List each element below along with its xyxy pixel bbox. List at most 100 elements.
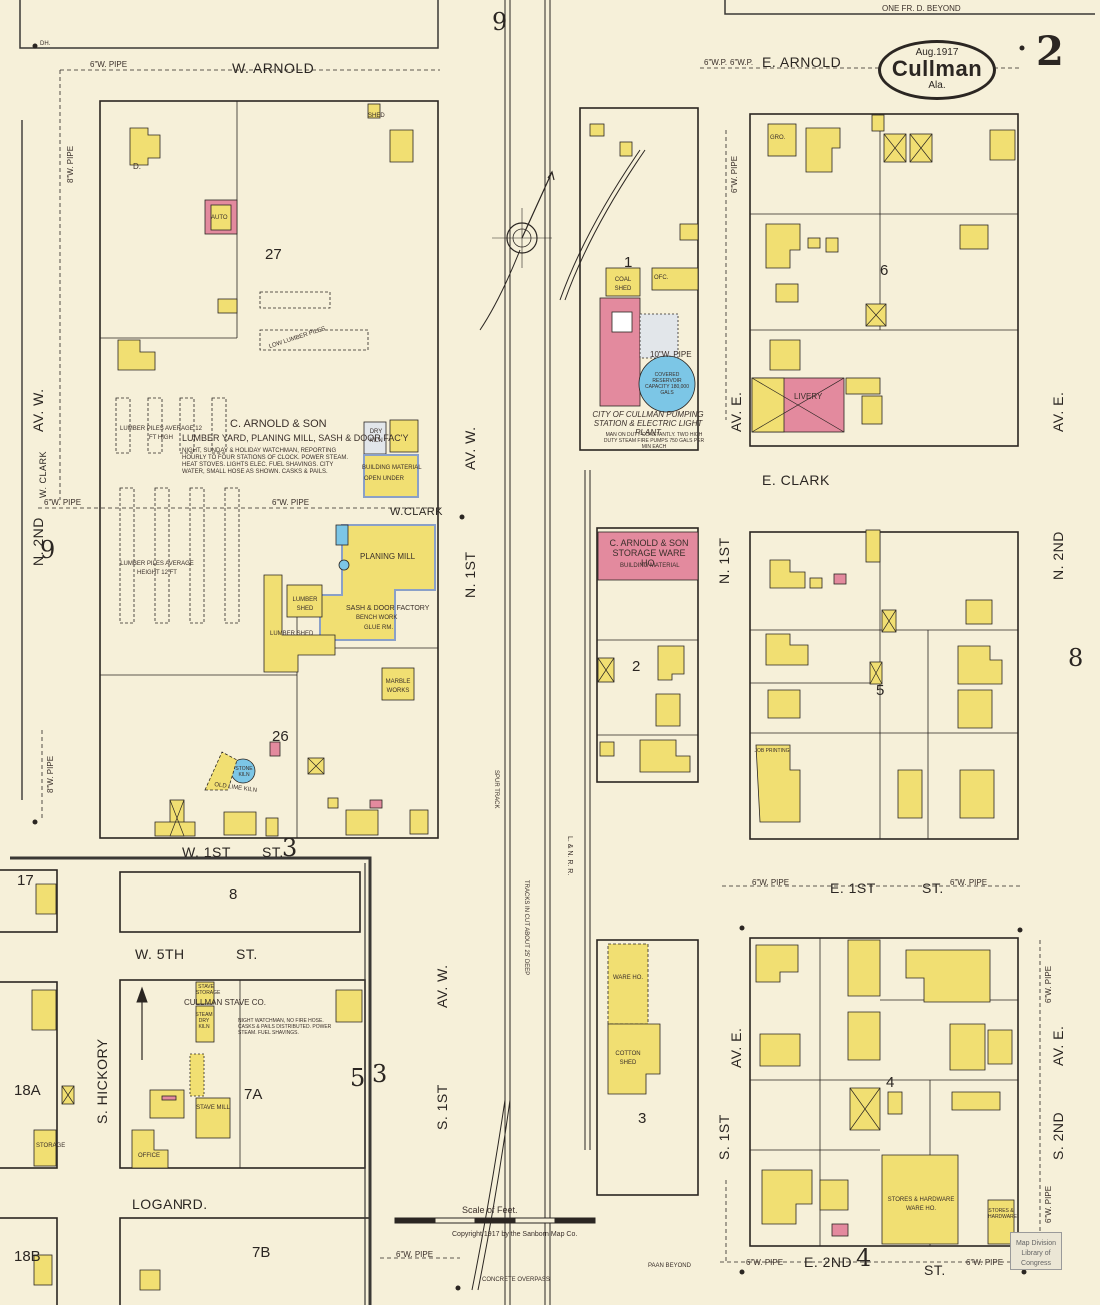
label-arnold-son-sub: LUMBER YARD, PLANING MILL, SASH & DOOR F… [182, 433, 409, 443]
pipe-left-side-low: 8"W. PIPE [46, 755, 56, 794]
label-planing-mill: PLANING MILL [360, 552, 416, 561]
railroad-tracks [471, 0, 646, 1305]
buildings-block-4 [755, 939, 1015, 1245]
label-lumber-piles-top: LUMBER PILES AVERAGE 12 FT HIGH [120, 426, 202, 441]
label-storage-ware-sub: BUILDING MATERIAL [620, 563, 680, 569]
label-track-note: TRACKS IN CUT ABOUT 25' DEEP [523, 880, 529, 976]
adjacent-sheet-bottom-mid: 3 [282, 834, 298, 862]
top-note: ONE FR. D. BEYOND [882, 4, 961, 13]
label-marble-works: MARBLE WORKS [385, 679, 411, 694]
label-dwelling: D. [133, 162, 141, 171]
pipe-low-left: 6"W. PIPE [396, 1250, 434, 1259]
street-w-clark: W.CLARK [390, 506, 444, 518]
street-av-e-low-right: AV. E. [1050, 1025, 1066, 1066]
block-5: 5 [876, 682, 885, 699]
pipe-left-side-top: 8"W. PIPE [66, 145, 76, 184]
street-w-5th-st: ST. [236, 946, 258, 962]
pipe-w-clark: 6"W. PIPE [272, 498, 310, 507]
block-6: 6 [880, 262, 889, 279]
label-pump-title: CITY OF CULLMAN PUMPING STATION & ELECTR… [592, 410, 704, 437]
street-av-e-low: AV. E. [728, 1027, 744, 1068]
label-livery: LIVERY [794, 392, 823, 401]
label-open-under: OPEN UNDER [364, 476, 405, 482]
pipe-e-2nd-left: 6"W. PIPE [746, 1258, 784, 1267]
street-e-clark: E. CLARK [762, 472, 830, 488]
pipe-pump: 10"W. PIPE [650, 350, 692, 359]
label-office: OFFICE [138, 1153, 160, 1159]
pipe-e-2nd-right: 6"W. PIPE [966, 1258, 1004, 1267]
buildings-lower-left [31, 883, 363, 1291]
street-logan: LOGAN [132, 1196, 184, 1212]
street-s-2nd: S. 2ND [1050, 1111, 1066, 1160]
pipe-e-arnold-right: 6"W.P. [730, 58, 754, 67]
label-dh: DH. [40, 41, 51, 47]
block-7b: 7B [252, 1244, 271, 1261]
label-lumber-shed: LUMBER SHED [292, 597, 318, 612]
adjacent-sheet-right: 8 [1068, 644, 1084, 672]
label-ofc: OFC. [654, 275, 669, 281]
street-n-1st-mid: N. 1ST [462, 551, 478, 598]
label-reservoir: COVERED RESERVOIR CAPACITY 180,000 GALS [644, 372, 689, 396]
buildings-block-1 [589, 123, 699, 413]
scale-bar [394, 1217, 596, 1224]
label-lumber-piles-low: LUMBER PILES AVERAGE HEIGHT 12 FT [120, 561, 194, 576]
street-e-2nd: E. 2ND [804, 1254, 853, 1270]
buildings-block-5 [755, 529, 1003, 823]
buildings-block-3 [607, 943, 661, 1095]
pipe-w-clark-side: 6"W. PIPE [44, 498, 82, 507]
label-storage: STORAGE [36, 1143, 66, 1149]
label-stone-kiln: STONE KILN [235, 766, 253, 778]
label-job-printing: JOB PRINTING [754, 748, 790, 754]
block-3: 3 [638, 1110, 647, 1127]
street-s-1st-low: S. 1ST [434, 1084, 450, 1130]
compass-rose [492, 170, 555, 268]
street-n-1st-right: N. 1ST [716, 537, 732, 584]
street-av-w-left: AV. W. [30, 388, 46, 432]
sheet-number: 2 [1036, 28, 1064, 75]
street-n-2nd-right: N. 2ND [1050, 531, 1066, 580]
street-w-clark-side: W. CLARK [38, 450, 48, 498]
label-lnrr: L. & N. R. R. [566, 836, 573, 876]
label-ware-ho: WARE HO. [612, 975, 644, 981]
street-av-w-low: AV. W. [434, 964, 450, 1008]
library-stamp: Map Division Library of Congress [1010, 1232, 1062, 1270]
map-date: Aug.1917 [915, 47, 959, 58]
street-w-5th: W. 5TH [135, 946, 185, 962]
pipe-e-1st-right: 6"W. PIPE [950, 878, 988, 887]
label-coal-shed: COAL SHED [614, 277, 632, 292]
label-stave-co: CULLMAN STAVE CO. [184, 998, 266, 1007]
street-s-hickory: S. HICKORY [94, 1038, 110, 1124]
street-w-1st-st: ST. [262, 844, 284, 860]
label-dry-kiln: DRY KILN [369, 429, 383, 444]
adjacent-sheet-top: 9 [492, 8, 508, 36]
pipe-w-arnold: 6"W. PIPE [90, 60, 128, 69]
street-av-w-mid: AV. W. [462, 426, 478, 470]
adjacent-sheet-lower-b: 3 [372, 1060, 388, 1088]
block-18a: 18A [14, 1082, 41, 1099]
label-stores-2: STORES & HARDWARE [988, 1208, 1017, 1220]
sheet-boundaries [10, 120, 372, 1305]
label-spur-track: SPUR TRACK [493, 770, 499, 809]
street-e-1st-st: ST. [922, 880, 944, 896]
block-4: 4 [886, 1074, 895, 1091]
label-concrete-overpass: CONCRETE OVERPASS [482, 1277, 550, 1283]
label-cotton-shed: COTTON SHED [615, 1051, 641, 1066]
pipe-right-vertical: 6"W. PIPE [730, 155, 740, 194]
pipe-av-e-vertical: 6"W. PIPE [1044, 965, 1054, 1004]
block-17: 17 [17, 872, 34, 889]
label-gro: GRO. [770, 135, 786, 141]
street-w-arnold: W. ARNOLD [232, 60, 315, 76]
north-arrow [136, 986, 148, 1060]
adjacent-sheet-bottom-right: 4 [856, 1244, 872, 1272]
city-name: Cullman [891, 56, 983, 81]
label-building-material: BUILDING MATERIAL [362, 465, 422, 471]
label-paan-beyond: PAAN BEYOND [648, 1263, 691, 1269]
scale-title: Scale of Feet. [462, 1205, 518, 1215]
state-name: Ala. [928, 80, 946, 91]
label-stave-mill: STAVE MILL [196, 1105, 230, 1111]
street-e-1st: E. 1ST [830, 880, 876, 896]
label-stave-storage: STAVE STORAGE [196, 984, 221, 996]
block-outlines [0, 100, 1019, 1305]
label-sash-door: SASH & DOOR FACTORY [346, 605, 430, 612]
